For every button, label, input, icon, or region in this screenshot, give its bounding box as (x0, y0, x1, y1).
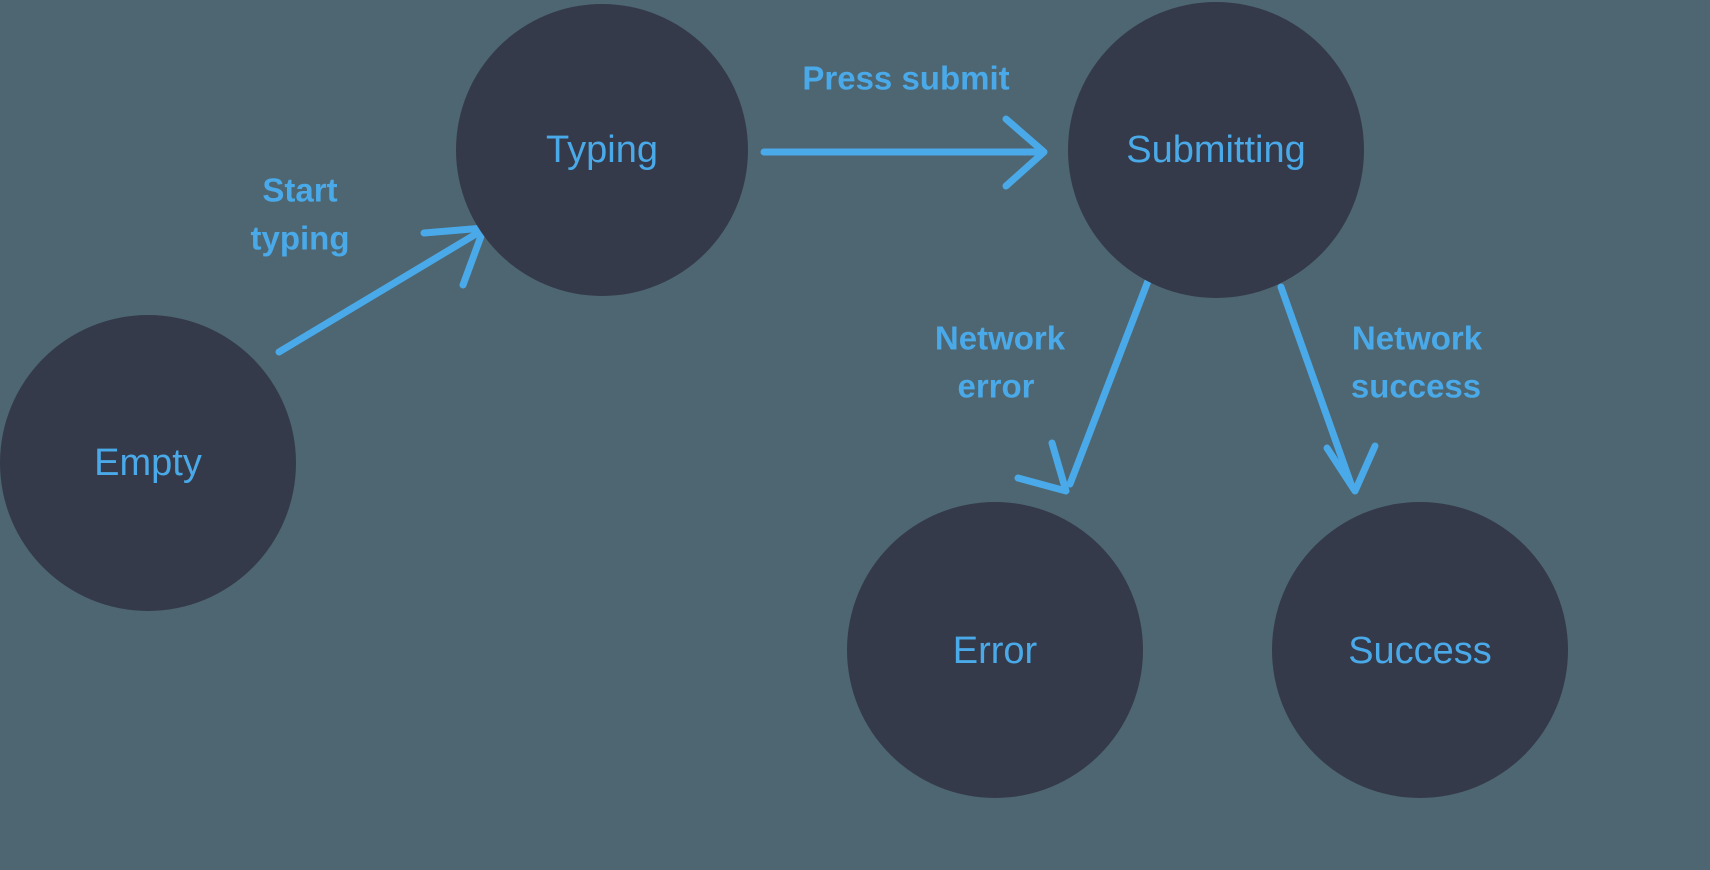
edge-arrowhead-typing-to-submitting (1002, 115, 1048, 190)
edge-submitting-to-error (1014, 277, 1152, 495)
edge-label-submitting-to-success: Network success (1351, 320, 1483, 405)
state-label-success: Success (1348, 630, 1492, 672)
edge-label-line-1: Network (1352, 320, 1483, 357)
edge-submitting-to-success (1277, 283, 1379, 495)
state-label-typing: Typing (546, 129, 658, 171)
state-label-empty: Empty (94, 442, 202, 484)
edge-label-line-2: typing (251, 220, 350, 257)
edge-line-submitting-to-error (1066, 277, 1152, 488)
edge-line-submitting-to-success (1277, 283, 1355, 488)
state-label-submitting: Submitting (1126, 129, 1306, 171)
edge-label-submitting-to-error: Network error (935, 320, 1066, 405)
edge-label-typing-to-submitting: Press submit (802, 60, 1009, 97)
state-circle-typing[interactable] (456, 4, 748, 296)
edge-label-line-2: success (1351, 368, 1481, 405)
state-circle-success[interactable] (1272, 502, 1568, 798)
state-node-typing[interactable]: Typing (456, 4, 748, 296)
state-node-success[interactable]: Success (1272, 502, 1568, 798)
edge-arrowhead-submitting-to-success (1323, 442, 1379, 495)
edge-typing-to-submitting (760, 115, 1048, 190)
state-circle-empty[interactable] (0, 315, 296, 611)
edge-label-line-1: Start (262, 172, 337, 209)
state-node-submitting[interactable]: Submitting (1068, 2, 1364, 298)
edge-label-line-1: Network (935, 320, 1066, 357)
state-node-empty[interactable]: Empty (0, 315, 296, 611)
edge-label-line-2: error (957, 368, 1034, 405)
edge-arrowhead-submitting-to-error (1014, 439, 1070, 495)
state-circle-submitting[interactable] (1068, 2, 1364, 298)
edge-label-line-1: Press submit (802, 60, 1009, 97)
state-circle-error[interactable] (847, 502, 1143, 798)
edge-label-empty-to-typing: Start typing (251, 172, 350, 257)
edge-line-empty-to-typing (275, 227, 485, 356)
state-node-error[interactable]: Error (847, 502, 1143, 798)
state-label-error: Error (953, 630, 1038, 672)
